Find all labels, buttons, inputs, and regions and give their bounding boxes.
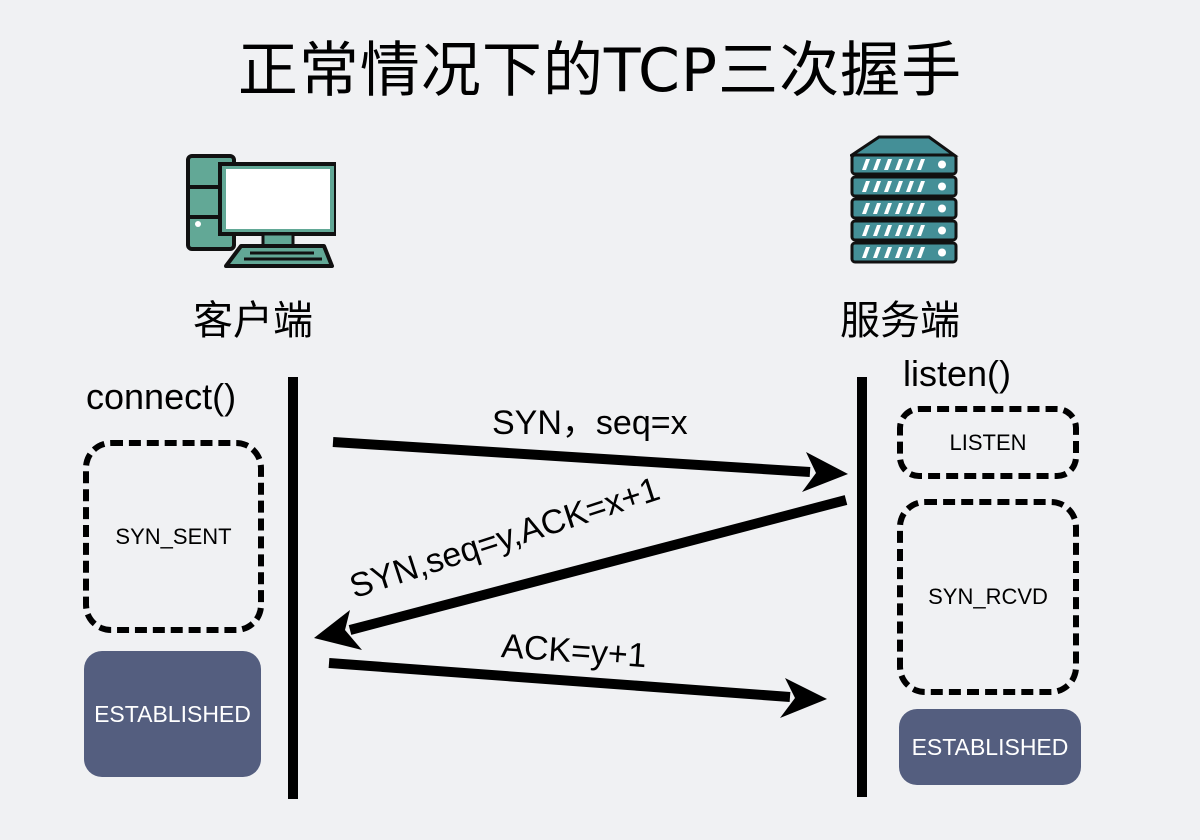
vent-slot: [884, 159, 892, 170]
status-light: [938, 182, 946, 191]
state-listen: LISTEN: [897, 406, 1079, 479]
listen-function-label: listen(): [903, 353, 1012, 394]
state-label: SYN_SENT: [115, 523, 232, 549]
server-rack-icon: [850, 135, 959, 264]
status-light: [938, 204, 946, 213]
vent-slot: [906, 159, 914, 170]
arrowhead-ack: [780, 678, 827, 718]
status-light: [938, 226, 946, 235]
vent-slot: [895, 181, 903, 192]
vent-slot: [884, 247, 892, 258]
vent-slot: [873, 203, 881, 214]
arrowhead-syn: [802, 452, 848, 492]
state-label: ESTABLISHED: [94, 700, 251, 727]
state-client-established: ESTABLISHED: [84, 651, 261, 777]
vent-slot: [906, 247, 914, 258]
arrow-ack: [328, 658, 791, 702]
vent-slot: [884, 203, 892, 214]
server-label: 服务端: [840, 298, 960, 344]
state-syn-rcvd: SYN_RCVD: [897, 499, 1079, 695]
client-label: 客户端: [193, 298, 313, 344]
desktop-computer-icon: [186, 154, 336, 268]
vent-slot: [884, 181, 892, 192]
vent-slot: [906, 181, 914, 192]
vent-slot: [917, 181, 925, 192]
vent-slot: [917, 159, 925, 170]
vent-slot: [906, 203, 914, 214]
vent-slot: [862, 247, 870, 258]
vent-slot: [906, 225, 914, 236]
arrowhead-syn-ack: [314, 610, 362, 650]
status-light: [938, 248, 946, 257]
vent-slot: [873, 225, 881, 236]
vent-slot: [917, 247, 925, 258]
connect-function-label: connect(): [86, 376, 237, 417]
state-label: LISTEN: [949, 429, 1027, 455]
diagram-title: 正常情况下的TCP三次握手: [237, 36, 963, 106]
vent-slot: [917, 225, 925, 236]
server-lifeline: [857, 377, 867, 797]
arrow-syn: [332, 437, 811, 477]
vent-slot: [884, 225, 892, 236]
arrow-syn-ack: [348, 495, 848, 635]
vent-slot: [895, 203, 903, 214]
vent-slot: [873, 181, 881, 192]
vent-slot: [862, 159, 870, 170]
vent-slot: [862, 181, 870, 192]
message-label-syn: SYN，seq=x: [492, 404, 688, 442]
vent-slot: [917, 203, 925, 214]
state-label: ESTABLISHED: [911, 733, 1069, 760]
vent-slot: [895, 247, 903, 258]
status-light: [938, 160, 946, 169]
vent-slot: [862, 225, 870, 236]
vent-slot: [862, 203, 870, 214]
vent-slot: [873, 159, 881, 170]
state-label: SYN_RCVD: [928, 584, 1048, 609]
vent-slot: [895, 225, 903, 236]
client-lifeline: [288, 377, 298, 799]
state-server-established: ESTABLISHED: [899, 709, 1081, 785]
vent-slot: [873, 247, 881, 258]
state-syn-sent: SYN_SENT: [83, 440, 264, 633]
vent-slot: [895, 159, 903, 170]
